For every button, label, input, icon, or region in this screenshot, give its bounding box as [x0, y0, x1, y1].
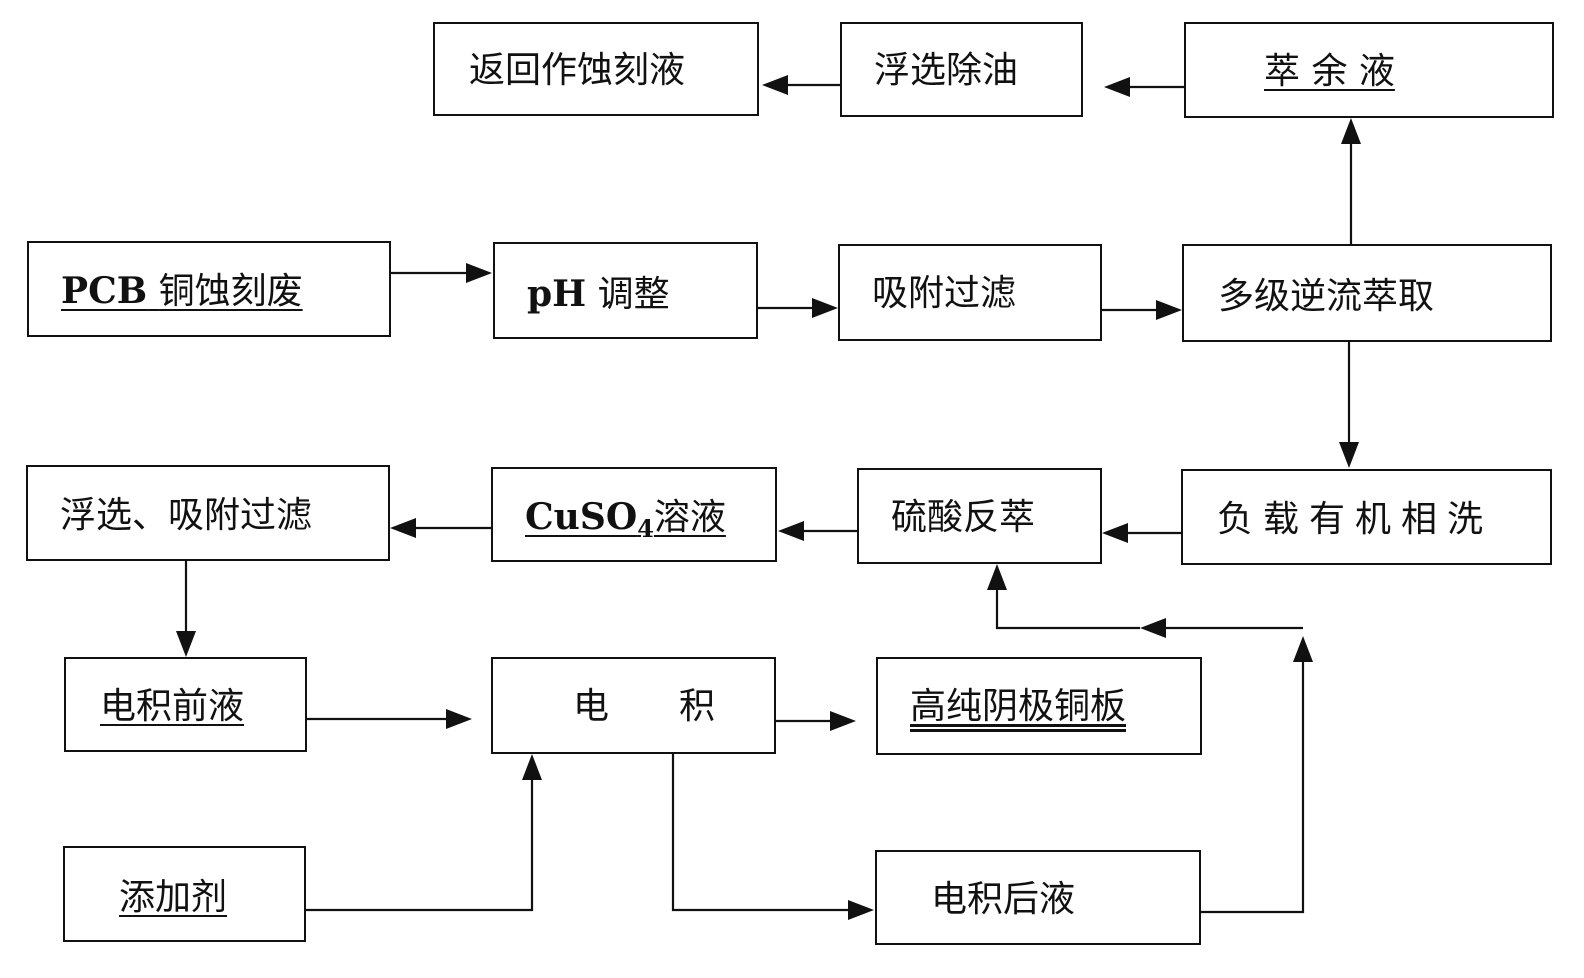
arrowhead-into-flotation-deoil — [1104, 77, 1130, 97]
arrowhead-into-extraction — [1156, 300, 1182, 320]
node-multistage-extraction-label: 多级逆流萃取 — [1218, 276, 1435, 317]
node-cuso4-solution-label: CuSO4溶液 — [525, 499, 726, 541]
node-additive: 添加剂 — [63, 846, 306, 942]
node-multistage-extraction: 多级逆流萃取 — [1182, 244, 1552, 342]
node-flotation-deoil: 浮选除油 — [840, 22, 1083, 117]
arrowhead-into-raffinate — [1341, 118, 1361, 144]
node-post-electro-solution-label: 电积后液 — [931, 879, 1076, 920]
arrowhead-into-flotation-adsorb-filter — [390, 518, 416, 538]
arrowhead-into-stripping — [1102, 523, 1128, 543]
node-adsorb-filter-label: 吸附过滤 — [872, 273, 1017, 314]
node-cuso4-rest: 溶液 — [653, 497, 726, 538]
node-cathode-copper: 高纯阴极铜板 — [876, 657, 1202, 755]
node-cuso4-subscript: 4 — [637, 514, 654, 544]
node-pcb-etching-waste-label: PCB 铜蚀刻废 — [61, 273, 303, 310]
node-cuso4-prefix: CuSO — [525, 496, 638, 538]
node-sulfuric-stripping: 硫酸反萃 — [857, 468, 1102, 564]
node-adsorb-filter: 吸附过滤 — [838, 244, 1102, 341]
arrowhead-into-loaded-organic-wash — [1339, 442, 1359, 468]
arrowhead-into-adsorb-filter — [812, 298, 838, 318]
arrowhead-recycle-up — [1293, 636, 1313, 662]
arrowhead-into-pre-electro-solution — [176, 631, 196, 657]
node-flotation-adsorb-filter-label: 浮选、吸附过滤 — [60, 495, 313, 536]
node-additive-label: 添加剂 — [119, 877, 228, 918]
node-loaded-organic-wash: 负载有机相洗 — [1181, 469, 1552, 565]
node-electrowinning-label-b: 积 — [679, 686, 716, 727]
arrowhead-into-stripping-from-below — [987, 564, 1007, 590]
connector-additive-to-electrowinning — [306, 770, 534, 912]
arrowhead-recycle-left — [1140, 618, 1166, 638]
node-raffinate: 萃 余 液 — [1184, 22, 1554, 118]
node-flotation-deoil-label: 浮选除油 — [874, 50, 1019, 91]
node-flotation-adsorb-filter: 浮选、吸附过滤 — [26, 465, 390, 561]
node-raffinate-label: 萃 余 液 — [1264, 51, 1395, 92]
node-pcb-prefix: PCB — [61, 270, 148, 312]
node-return-etchant-label: 返回作蚀刻液 — [469, 50, 686, 91]
node-pre-electro-solution: 电积前液 — [64, 657, 307, 752]
node-loaded-organic-wash-label: 负载有机相洗 — [1217, 499, 1494, 540]
connector-recycle-to-stripping — [995, 580, 1140, 630]
connector-electrowinning-to-post-electro — [671, 754, 858, 912]
node-ph-rest: 调整 — [597, 274, 670, 315]
arrowhead-into-cuso4-solution — [778, 521, 804, 541]
node-pcb-rest: 铜蚀刻废 — [158, 271, 303, 312]
node-electrowinning-label-a: 电 — [573, 686, 610, 727]
node-electrowinning: 电 积 — [491, 657, 776, 754]
node-ph-adjust: pH 调整 — [493, 242, 758, 339]
node-cuso4-solution: CuSO4溶液 — [491, 467, 777, 562]
arrowhead-into-ph-adjust — [466, 263, 492, 283]
arrowhead-additive-into-electrowinning — [522, 754, 542, 780]
arrowhead-into-post-electro-solution — [848, 900, 874, 920]
node-return-etchant: 返回作蚀刻液 — [433, 22, 759, 116]
arrowhead-into-electrowinning — [446, 709, 472, 729]
node-pre-electro-solution-label: 电积前液 — [100, 686, 245, 727]
node-ph-adjust-label: pH 调整 — [527, 276, 670, 313]
node-ph-prefix: pH — [527, 273, 587, 315]
node-sulfuric-stripping-label: 硫酸反萃 — [891, 497, 1036, 538]
connector-post-electro-recycle — [1200, 652, 1305, 914]
arrowhead-into-cathode-copper — [830, 711, 856, 731]
node-cathode-copper-label: 高纯阴极铜板 — [910, 686, 1127, 727]
arrowhead-into-return-etchant — [762, 75, 788, 95]
node-pcb-etching-waste: PCB 铜蚀刻废 — [27, 241, 391, 337]
node-post-electro-solution: 电积后液 — [875, 850, 1201, 945]
